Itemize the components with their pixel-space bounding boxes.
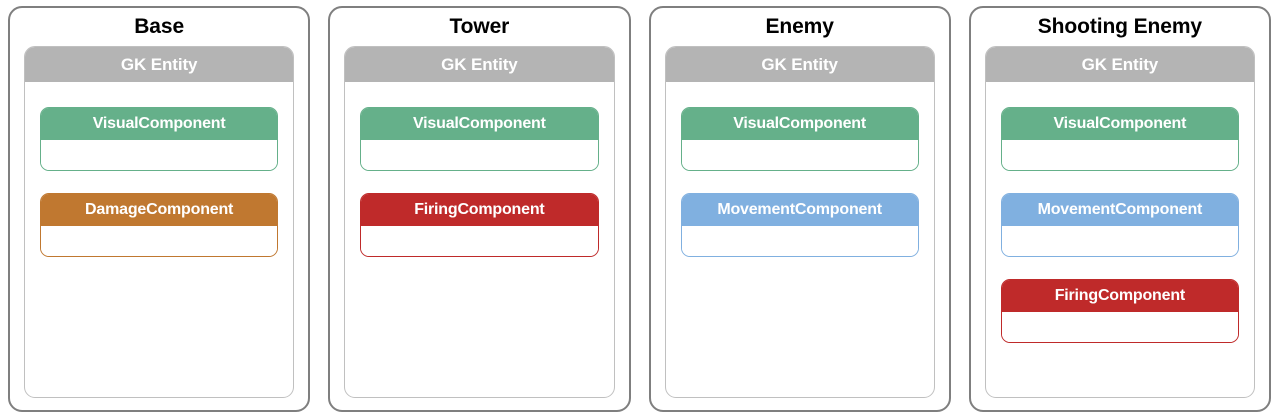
gk-entity-header: GK Entity	[25, 47, 294, 82]
component-header: VisualComponent	[41, 108, 278, 140]
component-box: VisualComponent	[680, 107, 919, 171]
gk-entity-header: GK Entity	[345, 47, 614, 82]
entity-title: Tower	[449, 15, 510, 38]
entity-title: Base	[134, 15, 185, 38]
component-box: VisualComponent	[1000, 107, 1239, 171]
component-box: FiringComponent	[1000, 279, 1239, 343]
component-body	[1001, 140, 1238, 170]
component-body	[361, 140, 598, 170]
component-header: DamageComponent	[41, 194, 278, 226]
gk-entity-header: GK Entity	[665, 47, 934, 82]
component-box: VisualComponent	[360, 107, 599, 171]
component-box: MovementComponent	[1000, 193, 1239, 257]
component-body	[1001, 312, 1238, 342]
component-box: VisualComponent	[40, 107, 279, 171]
gk-entity-header: GK Entity	[985, 47, 1254, 82]
entity-title: Shooting Enemy	[1037, 15, 1203, 38]
component-header: FiringComponent	[1001, 280, 1238, 312]
component-box: MovementComponent	[680, 193, 919, 257]
component-body	[681, 140, 918, 170]
component-body	[681, 226, 918, 256]
component-body	[1001, 226, 1238, 256]
component-body	[41, 226, 278, 256]
component-header: MovementComponent	[681, 194, 918, 226]
component-body	[361, 226, 598, 256]
component-header: FiringComponent	[361, 194, 598, 226]
entity-title: Enemy	[765, 15, 834, 38]
component-body	[41, 140, 278, 170]
component-box: FiringComponent	[360, 193, 599, 257]
component-box: DamageComponent	[40, 193, 279, 257]
component-header: VisualComponent	[361, 108, 598, 140]
component-header: VisualComponent	[681, 108, 918, 140]
component-header: MovementComponent	[1001, 194, 1238, 226]
component-header: VisualComponent	[1001, 108, 1238, 140]
